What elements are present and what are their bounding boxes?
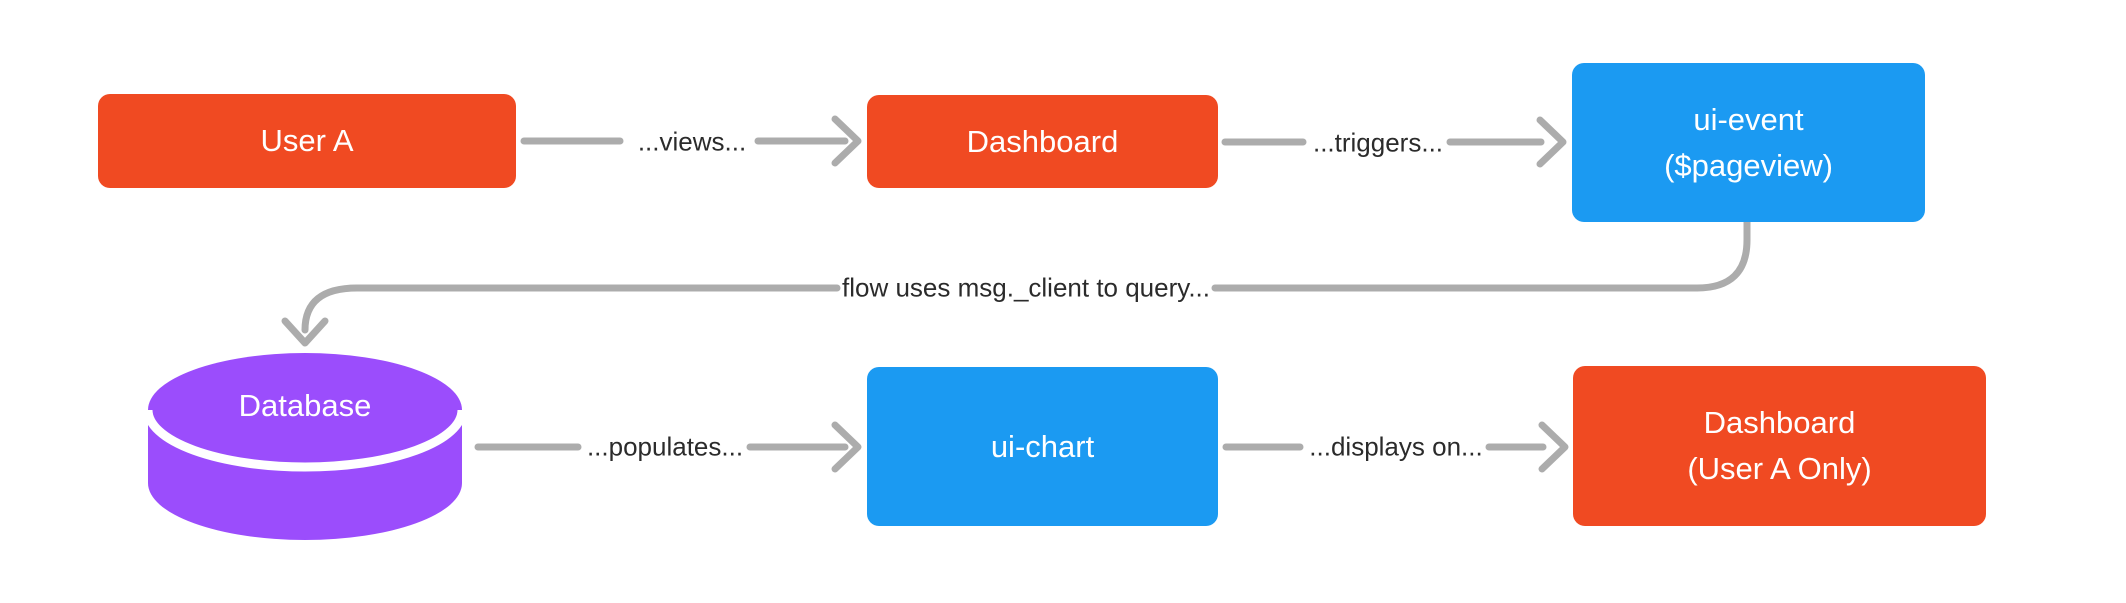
node-ui-chart: ui-chart <box>867 367 1218 526</box>
node-dashboard-user-a: Dashboard (User A Only) <box>1573 366 1986 526</box>
node-user-a-label: User A <box>260 123 354 158</box>
node-database-label-wrap: Database <box>148 381 462 431</box>
query-edge-segment-left <box>301 284 841 334</box>
node-ui-event-label-line2: ($pageview) <box>1664 147 1833 183</box>
node-user-a: User A <box>98 94 516 188</box>
query-arrowhead <box>281 317 329 347</box>
node-dashboard-top-label: Dashboard <box>966 123 1119 159</box>
views-arrowhead <box>831 115 862 167</box>
displays-on-arrowhead <box>1538 421 1569 473</box>
query-edge-label: flow uses msg._client to query... <box>841 272 1211 303</box>
node-ui-event: ui-event ($pageview) <box>1572 63 1925 222</box>
database-cylinder <box>148 353 462 540</box>
node-dashboard-user-a-label-line1: Dashboard <box>1703 405 1856 440</box>
triggers-edge-label: ...triggers... <box>1312 127 1444 158</box>
triggers-arrowhead <box>1536 116 1567 168</box>
query-edge-segment-right <box>1211 218 1751 292</box>
populates-arrowhead <box>831 421 862 473</box>
node-database-label: Database <box>238 388 372 423</box>
node-ui-event-label-line1: ui-event <box>1693 101 1804 137</box>
displays-on-edge-label: ...displays on... <box>1309 431 1483 462</box>
populates-edge-label: ...populates... <box>586 431 744 462</box>
views-edge-label: ...views... <box>637 126 747 157</box>
node-dashboard-top: Dashboard <box>867 95 1218 188</box>
database-cylinder-split-line <box>143 409 467 472</box>
node-dashboard-user-a-label-line2: (User A Only) <box>1687 451 1872 486</box>
node-ui-chart-label: ui-chart <box>990 428 1095 464</box>
